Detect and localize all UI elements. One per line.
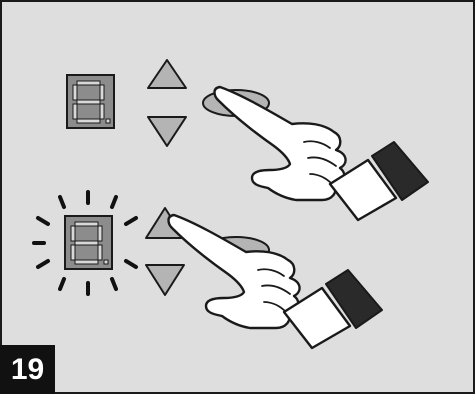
seven-segment-display (67, 75, 114, 128)
seven-segment-display-blinking (65, 216, 112, 269)
figure-number-badge: 19 (0, 345, 55, 394)
